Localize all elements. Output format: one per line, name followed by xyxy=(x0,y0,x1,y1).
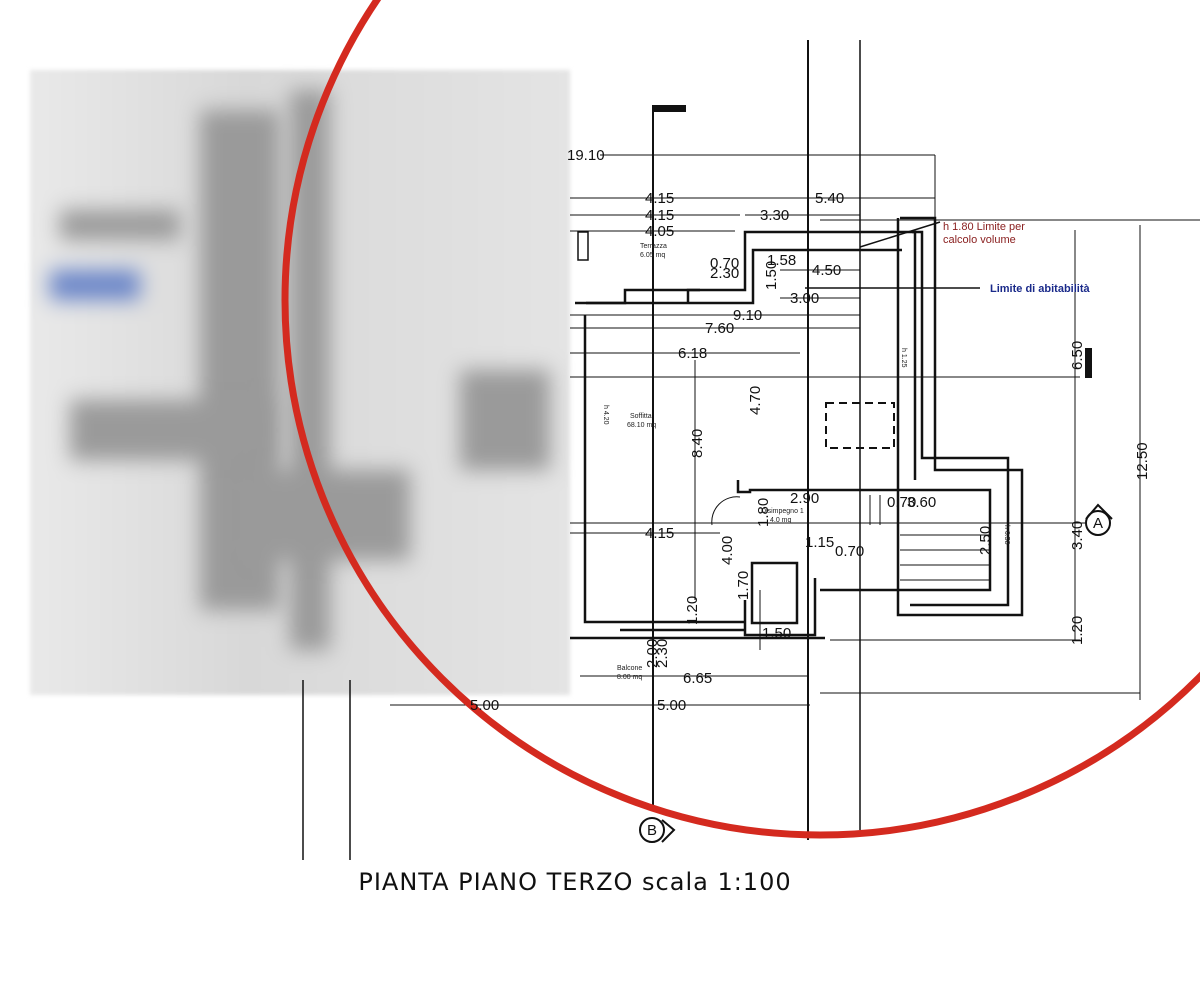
dim-label: 4.15 xyxy=(645,190,674,207)
room-area: 8.00 mq xyxy=(617,674,642,681)
dim-label: 5.40 xyxy=(815,190,844,207)
dim-label: 4.05 xyxy=(645,223,674,240)
dim-label: 3.00 xyxy=(790,290,819,307)
section-arrow-mark xyxy=(652,105,686,112)
drawing-title: PIANTA PIANO TERZO scala 1:100 xyxy=(358,868,792,896)
svg-text:B: B xyxy=(647,822,657,839)
dim-label: 2.00 xyxy=(644,639,661,668)
dim-label: 5.00 xyxy=(470,697,499,714)
plan-walls xyxy=(302,40,1200,860)
dim-label: 1.50 xyxy=(763,261,780,290)
dim-label: 0.70 xyxy=(710,255,739,272)
dim-label: 0.70 xyxy=(887,494,916,511)
dim-label: 8.40 xyxy=(689,429,706,458)
room-label-landing: Disimpegno 1 xyxy=(761,508,804,515)
dim-label: 2.30 xyxy=(654,639,671,668)
room-label-terrace: Terrazza xyxy=(640,243,667,250)
dim-label: 3.30 xyxy=(760,207,789,224)
dim-label: 5.00 xyxy=(657,697,686,714)
annotation-habitability-limit: Limite di abitabilità xyxy=(990,283,1091,295)
annotation-volume-limit: calcolo volume xyxy=(943,234,1016,246)
room-area: 68.10 mq xyxy=(627,422,656,429)
dim-label: 4.50 xyxy=(812,262,841,279)
section-marker-b: B xyxy=(639,817,676,843)
dim-label: 4.00 xyxy=(719,536,736,565)
room-label-attic: Soffitta xyxy=(630,413,652,420)
dim-label: 1.20 xyxy=(1069,616,1086,645)
dim-label: 9.10 xyxy=(733,307,762,324)
dim-label: 1.58 xyxy=(767,252,796,269)
dim-label: 2.50 xyxy=(977,526,994,555)
room-height: h 0.58 xyxy=(1003,525,1010,545)
dim-label: 7.60 xyxy=(705,320,734,337)
section-marker-a: A xyxy=(1085,503,1113,536)
dim-label: 4.70 xyxy=(747,386,764,415)
dim-label: 3.60 xyxy=(907,494,936,511)
dim-label: 1.50 xyxy=(762,625,791,642)
dim-label: 19.10 xyxy=(567,147,605,164)
section-arrow-mark xyxy=(1085,348,1092,378)
dim-label: 2.30 xyxy=(710,265,739,282)
dim-label: 6.65 xyxy=(683,670,712,687)
dim-label: 4.15 xyxy=(645,525,674,542)
room-area: 4.0 mq xyxy=(770,517,792,524)
svg-text:A: A xyxy=(1093,515,1103,532)
dim-label: 2.90 xyxy=(790,490,819,507)
dim-label: 3.40 xyxy=(1069,521,1086,550)
dim-label: 6.18 xyxy=(678,345,707,362)
room-label-balcony: Balcone xyxy=(617,665,642,672)
room-labels: Terrazza 6.05 mq Soffitta 68.10 mq h 4.2… xyxy=(602,243,1010,681)
room-height: h 1.25 xyxy=(900,348,907,368)
dimension-labels: 19.10 4.15 5.40 4.15 3.30 4.05 1.58 4.50… xyxy=(470,147,1151,714)
dim-label: 1.20 xyxy=(684,596,701,625)
dim-label: 1.80 xyxy=(755,498,772,527)
room-height: h 4.20 xyxy=(602,405,609,425)
dim-label: 6.50 xyxy=(1069,341,1086,370)
room-area: 6.05 mq xyxy=(640,252,665,259)
annotation-volume-limit: h 1.80 Limite per xyxy=(943,221,1025,233)
dim-label: 1.15 xyxy=(805,534,834,551)
red-circle-annotation xyxy=(281,0,1200,839)
dim-label: 12.50 xyxy=(1134,442,1151,480)
dim-label: 0.70 xyxy=(835,543,864,560)
dim-label: 1.70 xyxy=(735,571,752,600)
dim-label: 4.15 xyxy=(645,207,674,224)
